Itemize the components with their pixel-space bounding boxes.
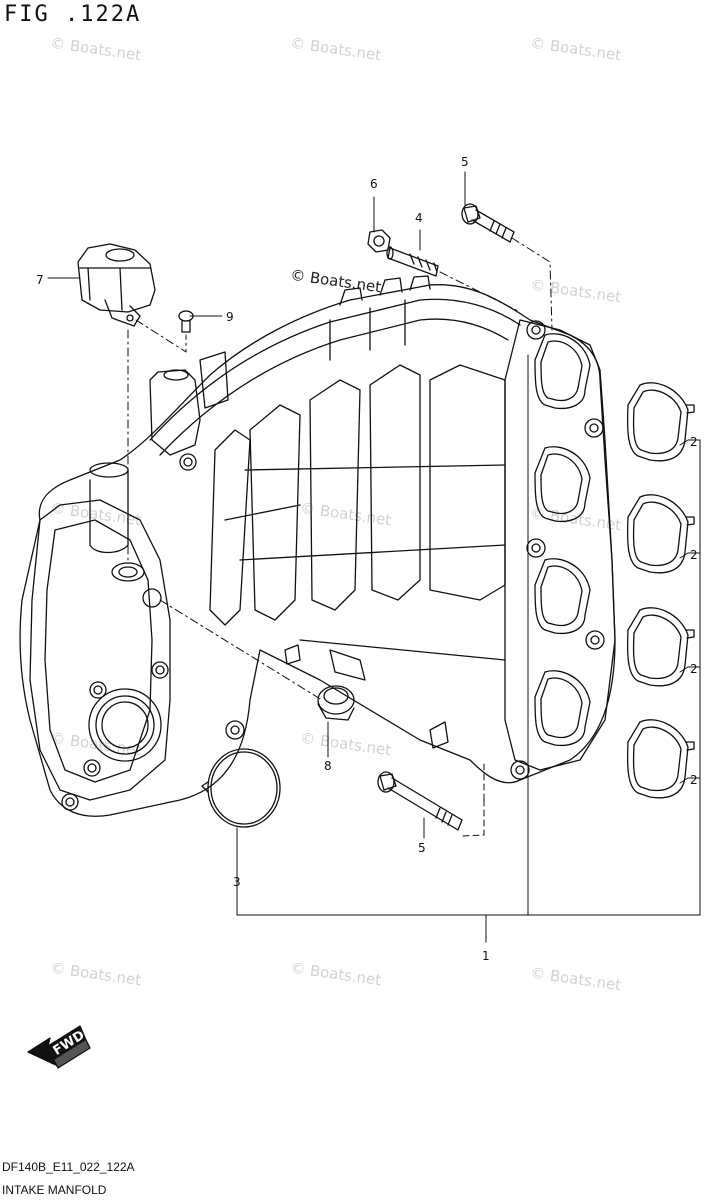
intake-manifold	[19, 275, 616, 817]
callout-2: 2	[690, 773, 698, 787]
callout-6: 6	[370, 177, 378, 191]
callout-9: 9	[226, 310, 234, 324]
callout-5: 5	[418, 841, 426, 855]
callout-7: 7	[36, 273, 44, 287]
flange-bolt-top	[461, 203, 515, 243]
callout-4: 4	[415, 211, 423, 225]
callout-2: 2	[690, 548, 698, 562]
screw	[178, 310, 194, 333]
callout-2: 2	[690, 435, 698, 449]
o-ring	[201, 748, 281, 828]
figure-title: FIG .122A	[4, 2, 142, 27]
stud-bolt	[386, 246, 439, 277]
nut	[367, 229, 391, 253]
callout-labels: 1 2 2 2 2 3 4 5 5 6 7 8 9	[36, 155, 698, 963]
flange-bolt-bottom	[377, 771, 463, 831]
figure-name: INTAKE MANFOLD	[2, 1183, 107, 1197]
pressure-sensor	[77, 243, 156, 327]
fwd-arrow-icon: FWD	[27, 1025, 91, 1069]
plug	[317, 685, 355, 721]
port-gaskets	[626, 382, 695, 799]
callout-1: 1	[482, 949, 490, 963]
leader-lines	[47, 171, 701, 943]
callout-2: 2	[690, 662, 698, 676]
figure-code: DF140B_E11_022_122A	[2, 1160, 135, 1174]
callout-8: 8	[324, 759, 332, 773]
callout-5: 5	[461, 155, 469, 169]
callout-3: 3	[233, 875, 241, 889]
